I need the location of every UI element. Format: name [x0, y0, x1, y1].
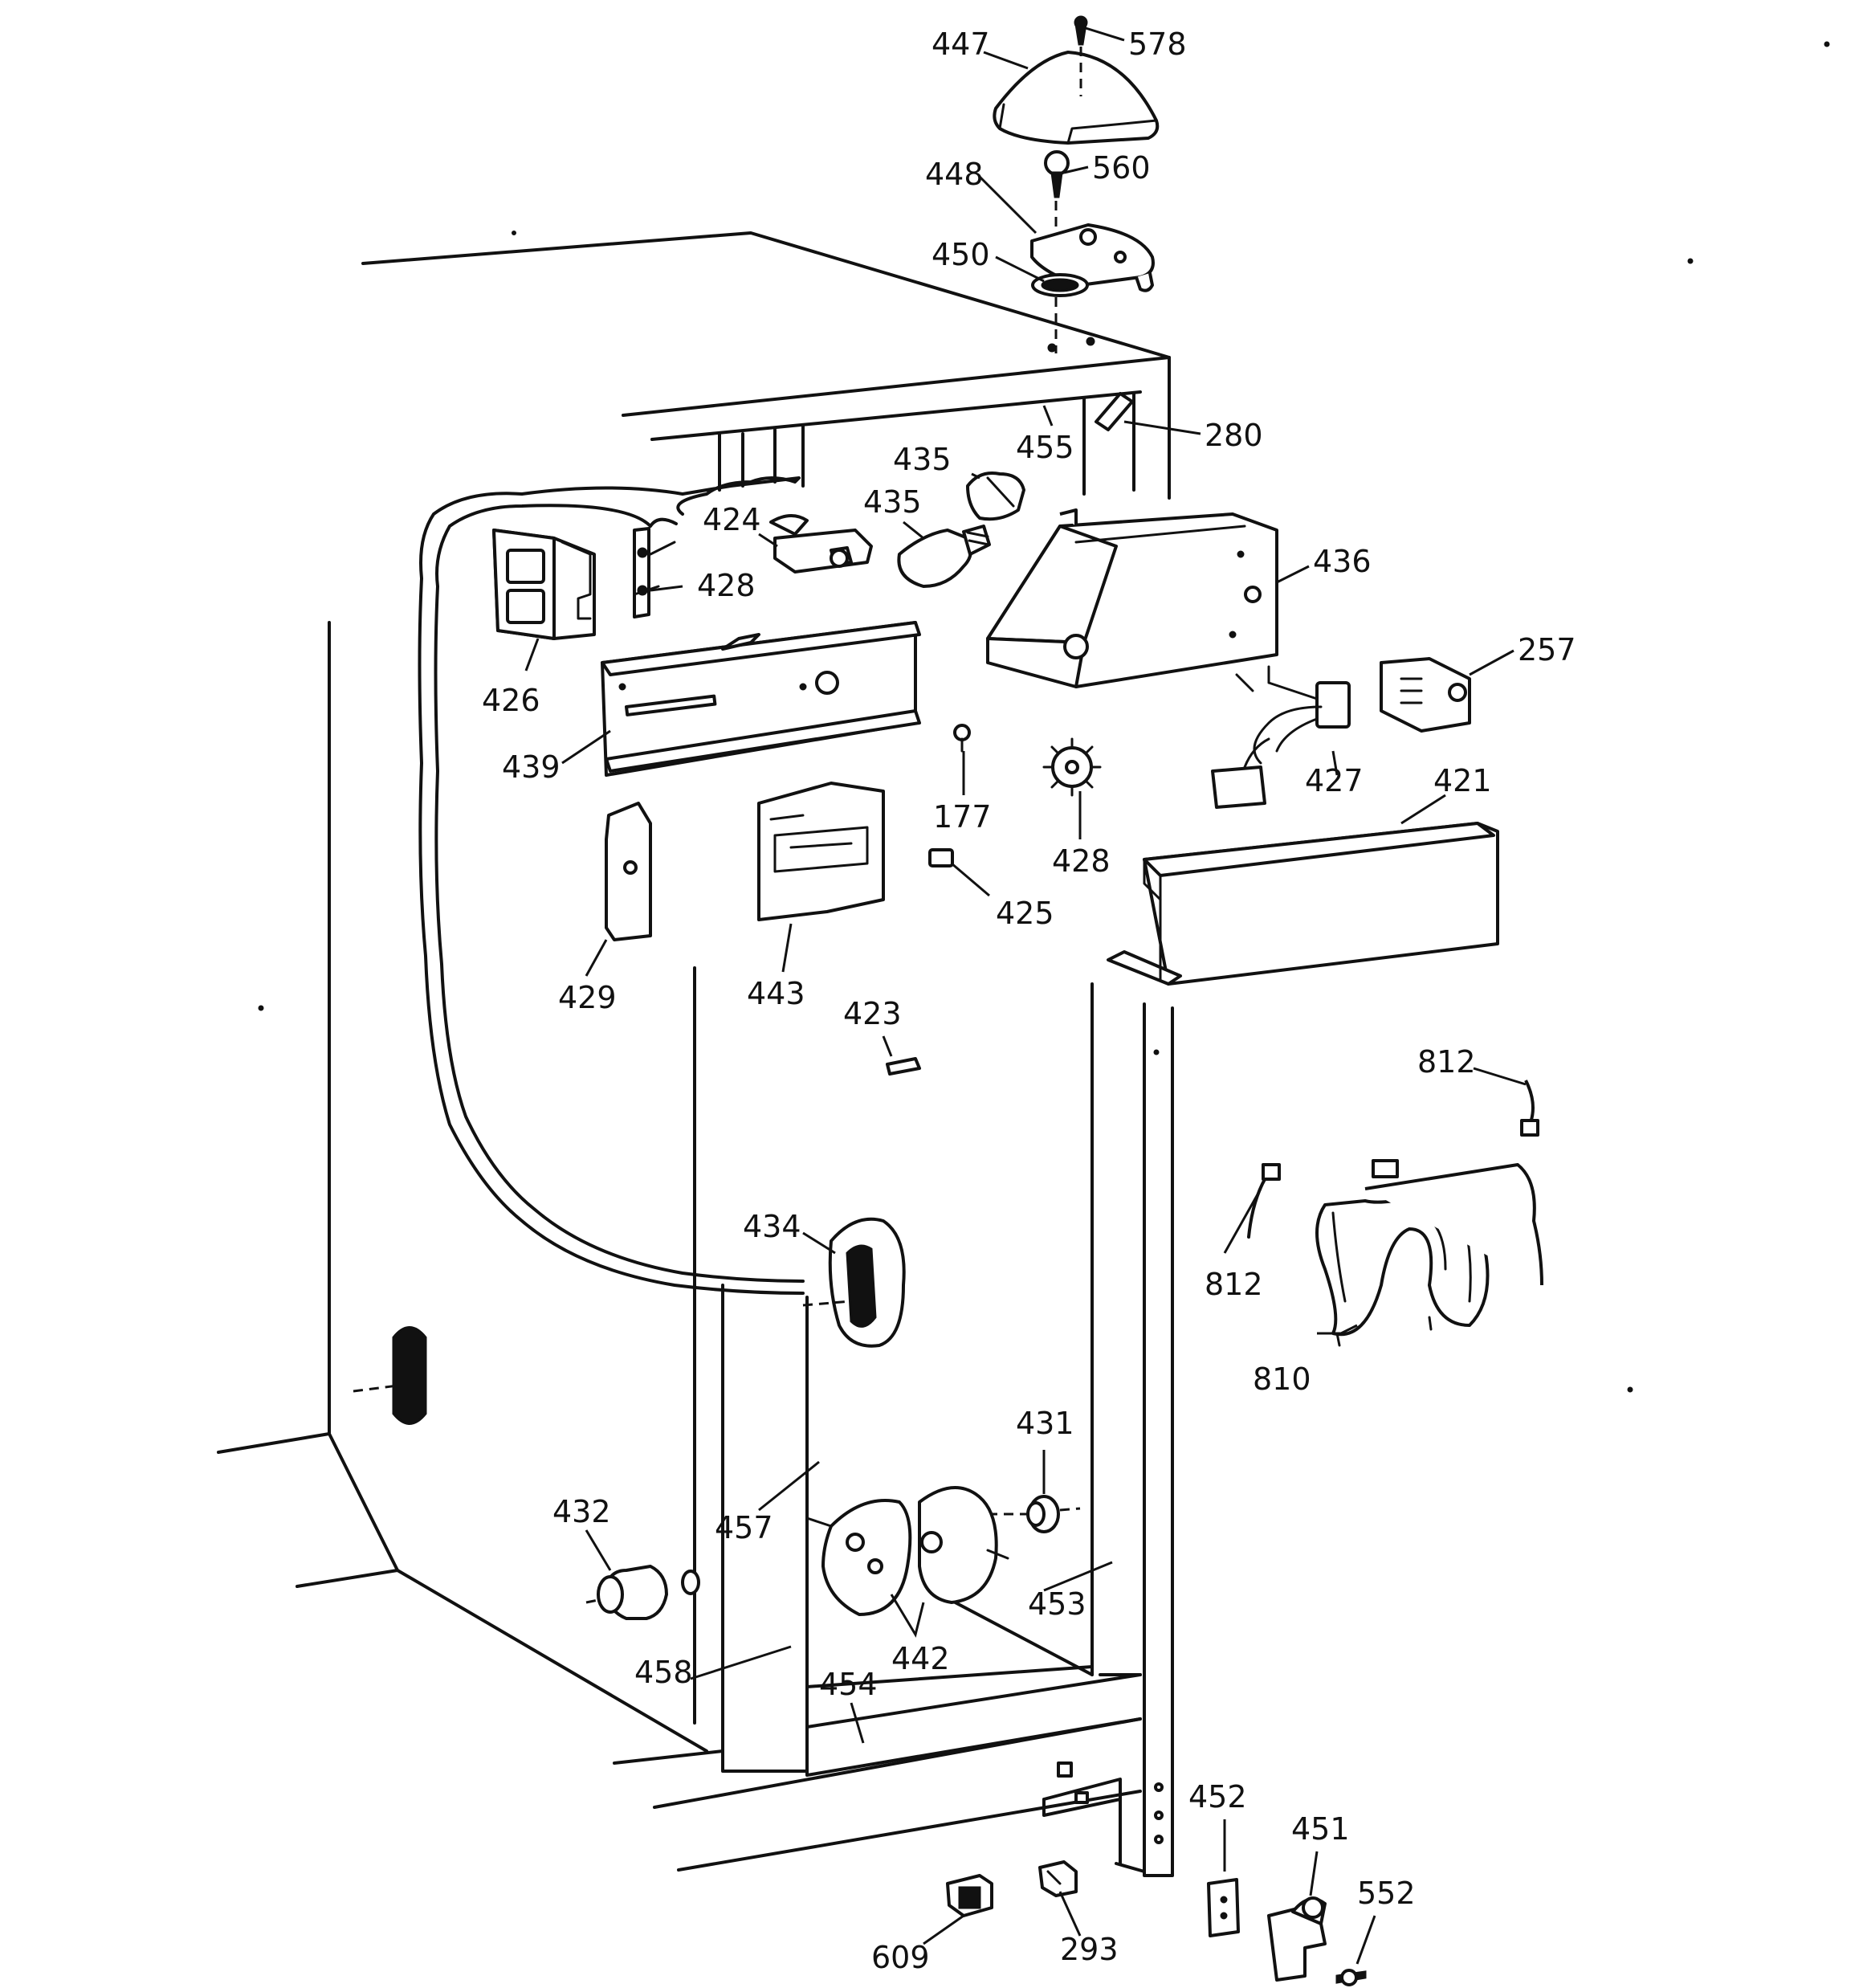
callout-442: 442 — [891, 1641, 950, 1676]
hinge-screw-560 — [1044, 150, 1070, 198]
callout-443: 443 — [747, 976, 805, 1011]
callout-424: 424 — [703, 502, 761, 537]
callout-257: 257 — [1518, 632, 1576, 667]
callout-812-lower: 812 — [1205, 1267, 1263, 1302]
air-duct-421 — [1107, 822, 1499, 986]
vent-grille-434 — [828, 1217, 906, 1348]
hinge-plate-448 — [1030, 223, 1155, 292]
wire-harness-427 — [1211, 665, 1351, 809]
screw-578 — [1074, 15, 1088, 46]
hinge-bracket-442 — [821, 1486, 1009, 1616]
callout-457: 457 — [715, 1510, 773, 1545]
plug-axis-line — [585, 1598, 599, 1604]
callout-280: 280 — [1205, 418, 1263, 453]
switch-609 — [946, 1874, 993, 1917]
callout-453: 453 — [1028, 1586, 1086, 1622]
cutaway-outline-inner — [434, 504, 805, 1283]
callout-451: 451 — [1291, 1811, 1350, 1847]
clip-280 — [1095, 392, 1134, 431]
callout-578: 578 — [1128, 27, 1187, 62]
callout-177: 177 — [933, 799, 992, 835]
top-hinge-cover-447 — [993, 51, 1160, 145]
defrost-timer-257 — [1380, 657, 1471, 733]
callout-439: 439 — [502, 749, 561, 785]
callout-293: 293 — [1060, 1932, 1119, 1967]
leader-lines — [524, 27, 1527, 1965]
bushing-431 — [1026, 1495, 1060, 1533]
callout-432: 432 — [552, 1494, 611, 1529]
callout-426: 426 — [482, 683, 540, 718]
scan-specks — [258, 41, 1830, 1393]
control-housing-436 — [986, 508, 1278, 688]
callout-609: 609 — [871, 1940, 930, 1975]
callout-455: 455 — [1016, 430, 1074, 465]
callout-454: 454 — [819, 1667, 878, 1702]
light-bulb-435 — [897, 525, 991, 588]
switch-424 — [769, 514, 873, 574]
defrost-heater-810 — [1315, 1159, 1543, 1347]
plug-432 — [597, 1565, 700, 1620]
callout-448: 448 — [925, 157, 984, 192]
callout-452: 452 — [1188, 1779, 1247, 1815]
wire-bracket-428 — [633, 527, 676, 618]
callout-labels: 578 447 560 448 450 280 455 435 435 424 … — [482, 27, 1576, 1975]
vent-axis-line — [802, 1300, 852, 1307]
callout-458: 458 — [634, 1655, 693, 1690]
drain-tube-812-upper — [1520, 1080, 1539, 1137]
callout-447: 447 — [932, 27, 990, 62]
callout-423: 423 — [843, 996, 902, 1031]
light-socket-435 — [966, 471, 1025, 521]
hinge-pin-axis — [988, 1507, 1081, 1516]
gear-428 — [1042, 737, 1102, 797]
callout-435-bulb: 435 — [863, 484, 922, 520]
callout-429: 429 — [558, 980, 617, 1015]
callout-810: 810 — [1253, 1361, 1311, 1397]
cutaway-outline — [418, 476, 805, 1295]
washer-450 — [1031, 273, 1089, 297]
callout-431: 431 — [1016, 1406, 1074, 1441]
callout-428-bracket: 428 — [697, 568, 756, 603]
callout-812-upper: 812 — [1417, 1044, 1476, 1080]
callout-436: 436 — [1313, 544, 1372, 579]
screw-552 — [1335, 1969, 1367, 1986]
fastener-423 — [886, 1057, 921, 1076]
callout-427: 427 — [1305, 763, 1364, 798]
callout-434: 434 — [743, 1209, 801, 1244]
plate-452 — [1207, 1878, 1240, 1937]
callout-450: 450 — [932, 237, 990, 272]
block-425 — [928, 848, 954, 867]
cabinet-outline — [217, 231, 1174, 1877]
callout-560: 560 — [1092, 150, 1151, 186]
drain-tube-812-lower — [1247, 1163, 1281, 1239]
callout-425: 425 — [996, 896, 1054, 931]
callout-421: 421 — [1433, 763, 1492, 798]
mounting-plate-443 — [757, 782, 885, 921]
mounting-rail-439 — [601, 621, 921, 777]
clip-293 — [1038, 1860, 1078, 1897]
bottom-hinge-451 — [1267, 1896, 1327, 1982]
callout-435-socket: 435 — [893, 442, 952, 477]
callout-428-gear: 428 — [1052, 843, 1111, 879]
screw-177 — [953, 724, 971, 753]
callout-552: 552 — [1357, 1876, 1416, 1911]
light-switch-426 — [492, 529, 596, 640]
bracket-429 — [605, 802, 652, 941]
